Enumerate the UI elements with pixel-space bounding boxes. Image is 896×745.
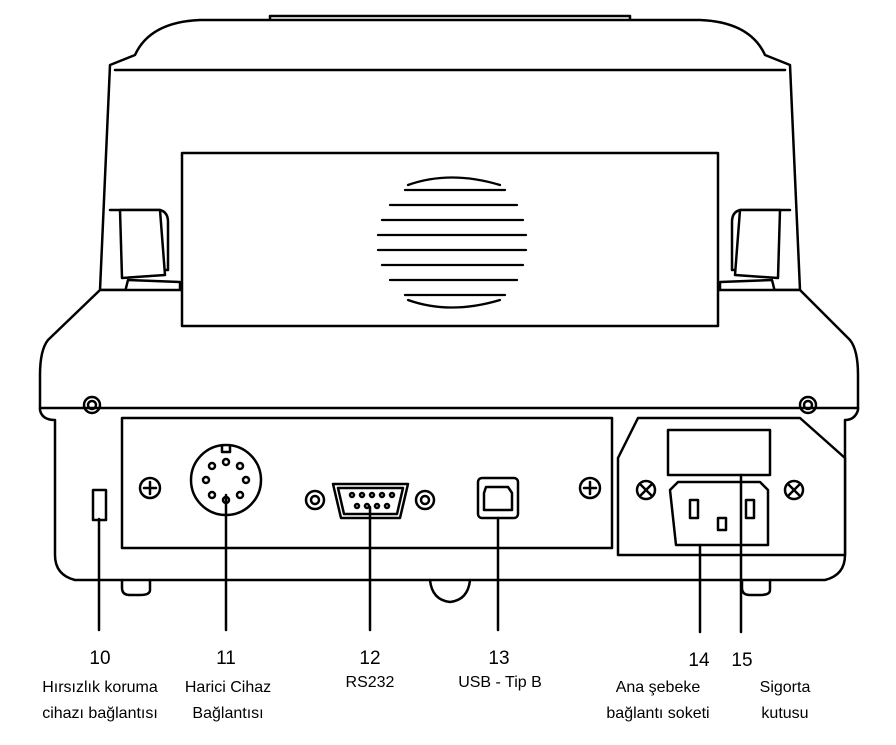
external-device-port: [189, 443, 263, 517]
label-line: bağlantı soketi: [606, 705, 710, 722]
anti-theft-slot: [91, 488, 108, 522]
speaker-vent: [376, 176, 528, 309]
label-line: USB - Tip B: [458, 674, 542, 691]
label-line: cihazı bağlantısı: [42, 705, 158, 722]
label-line: Sigorta: [759, 679, 811, 696]
screw-icon: [82, 395, 102, 415]
callout-label-12: RS232: [320, 670, 420, 696]
leader-lines: [97, 473, 743, 634]
label-line: RS232: [345, 674, 395, 691]
callout-label-14: Ana şebeke bağlantı soketi: [588, 675, 728, 727]
callout-label-10: Hırsızlık koruma cihazı bağlantısı: [10, 675, 190, 727]
mains-socket: [635, 428, 805, 547]
label-line: Hırsızlık koruma: [42, 679, 158, 696]
plate-screw-left: [138, 476, 162, 500]
plate-screw-right: [578, 476, 602, 500]
label-line: Bağlantısı: [192, 705, 264, 722]
callout-number-12: 12: [359, 648, 381, 669]
callout-number-10: 10: [89, 648, 111, 669]
label-line: Ana şebeke: [615, 679, 701, 696]
screw-icon: [798, 395, 818, 415]
rear-panel: [180, 151, 720, 328]
callout-number-13: 13: [488, 648, 510, 669]
callout-number-14: 14: [688, 650, 710, 671]
label-line: kutusu: [761, 705, 809, 722]
label-line: Harici Cihaz: [184, 679, 272, 696]
callout-label-13: USB - Tip B: [440, 670, 560, 696]
usb-b-port: [476, 476, 520, 520]
callout-number-11: 11: [216, 648, 236, 669]
callout-label-11: Harici Cihaz Bağlantısı: [158, 675, 298, 727]
callout-number-15: 15: [731, 650, 753, 671]
callout-label-15: Sigorta kutusu: [735, 675, 835, 727]
rs232-port: [304, 482, 436, 520]
